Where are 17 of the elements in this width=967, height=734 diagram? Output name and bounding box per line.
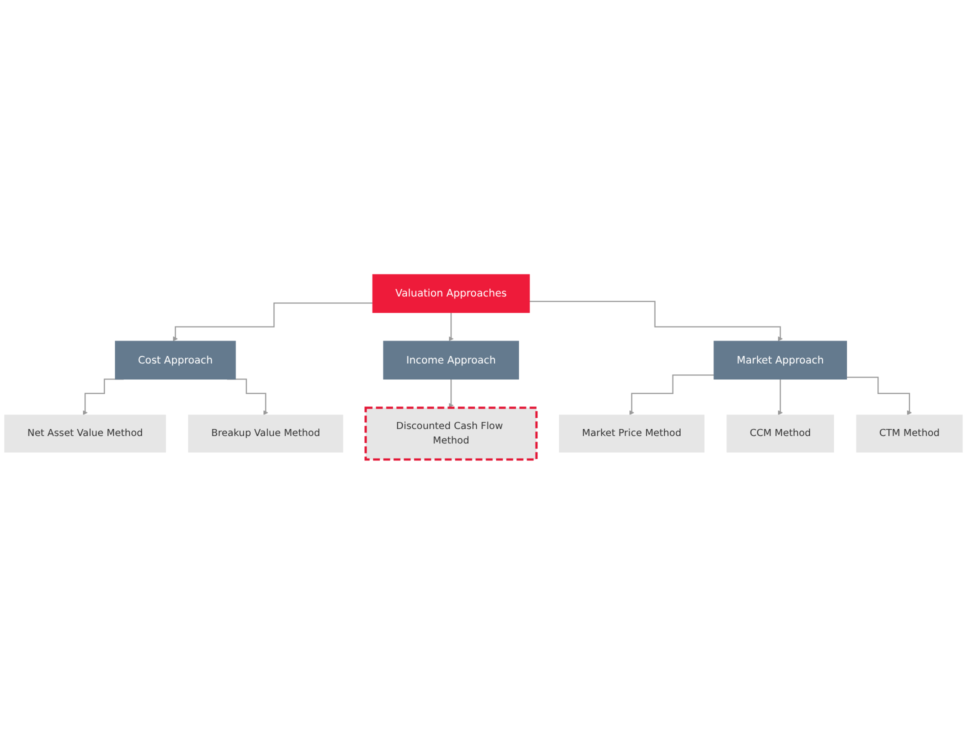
node-box: Valuation Approaches — [372, 274, 530, 313]
arrow — [846, 376, 912, 416]
node-box: Net Asset Value Method — [4, 414, 166, 453]
node-box: Discounted Cash Flow Method — [364, 406, 538, 461]
arrow — [778, 378, 783, 416]
node-box: Income Approach — [383, 340, 519, 380]
node-box: Cost Approach — [114, 340, 236, 380]
node-box: Market Price Method — [558, 414, 704, 453]
arrow — [530, 300, 783, 342]
arrow — [448, 378, 454, 408]
node-box: Breakup Value Method — [188, 414, 344, 453]
node-box: CTM Method — [856, 414, 963, 453]
node-box: Market Approach — [714, 340, 847, 380]
node-box: CCM Method — [726, 414, 834, 453]
arrow — [629, 374, 714, 416]
arrow — [172, 302, 373, 342]
arrow — [448, 312, 454, 342]
